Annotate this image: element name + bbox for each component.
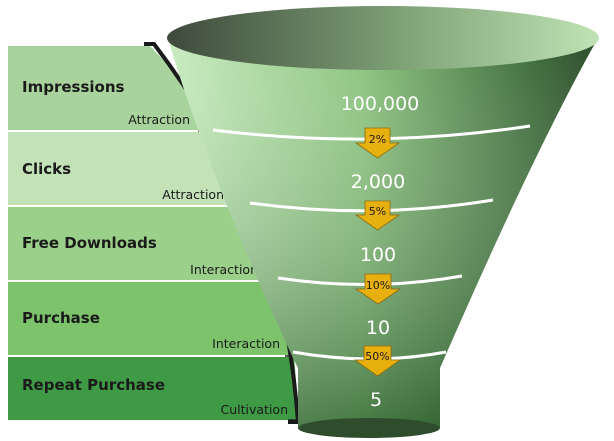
stage-sublabel-clicks: Attraction xyxy=(162,187,224,202)
stage-label-purchase: Purchase xyxy=(22,309,100,327)
stage-value-free-downloads: 100 xyxy=(360,244,396,266)
stage-label-clicks: Clicks xyxy=(22,160,71,178)
conversion-arrow-3: 10% xyxy=(354,273,402,305)
band-impressions xyxy=(8,46,212,130)
conversion-arrow-2: 5% xyxy=(354,200,401,231)
conversion-arrows: 2% 5% 10% 50% xyxy=(353,127,402,377)
conversion-rate-3: 10% xyxy=(366,279,390,292)
band-clicks xyxy=(8,132,249,205)
conversion-arrow-4: 50% xyxy=(353,345,402,377)
stage-labels: Impressions Attraction Clicks Attraction… xyxy=(22,78,288,417)
funnel xyxy=(167,6,599,438)
stage-sublabel-purchase: Interaction xyxy=(212,336,280,351)
stage-bands xyxy=(8,46,298,421)
stage-value-purchase: 10 xyxy=(366,317,390,339)
conversion-rate-1: 2% xyxy=(369,133,386,146)
stage-label-free-downloads: Free Downloads xyxy=(22,234,157,252)
funnel-bottom-opening xyxy=(298,418,440,438)
stage-value-repeat-purchase: 5 xyxy=(370,389,382,411)
band-repeat-purchase xyxy=(8,357,298,420)
conversion-rate-2: 5% xyxy=(369,205,386,218)
stage-label-impressions: Impressions xyxy=(22,78,125,96)
band-purchase xyxy=(8,282,293,355)
stage-sublabel-impressions: Attraction xyxy=(128,112,190,127)
stage-label-repeat-purchase: Repeat Purchase xyxy=(22,376,165,394)
band-free-downloads xyxy=(8,207,278,280)
stage-value-impressions: 100,000 xyxy=(341,93,420,115)
stage-value-clicks: 2,000 xyxy=(351,171,405,193)
conversion-arrow-1: 2% xyxy=(354,127,401,159)
funnel-top-opening xyxy=(167,6,599,70)
stage-sublabel-repeat-purchase: Cultivation xyxy=(221,402,289,417)
stage-sublabel-free-downloads: Interaction xyxy=(190,262,258,277)
stage-values: 100,000 2,000 100 10 5 xyxy=(341,93,420,411)
conversion-rate-4: 50% xyxy=(365,350,389,363)
